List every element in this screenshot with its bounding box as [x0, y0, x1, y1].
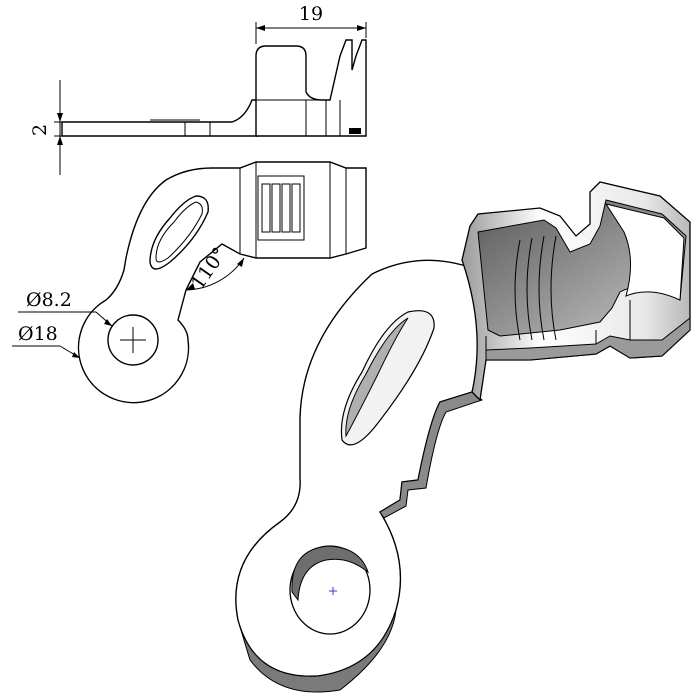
isometric-view — [235, 181, 691, 693]
top-view: Ø8.2 Ø18 110° — [12, 161, 367, 404]
top-view-serrations-frame — [257, 175, 305, 241]
width-dimension-label: 19 — [299, 3, 323, 25]
hole-diameter-label: Ø8.2 — [26, 289, 72, 311]
side-view-marking — [349, 128, 361, 134]
top-view-slot — [149, 195, 209, 270]
iso-serration-3 — [538, 235, 545, 341]
outer-diameter-label: Ø18 — [18, 323, 58, 345]
iso-serration-1 — [514, 239, 521, 341]
iso-serration-4 — [550, 235, 557, 341]
side-view-tongue — [61, 99, 259, 137]
iso-arm-edge — [379, 391, 484, 519]
iso-ring-edge — [237, 609, 397, 693]
thickness-dimension-label: 2 — [29, 124, 51, 136]
iso-serration-2 — [526, 237, 533, 341]
iso-slot — [340, 310, 435, 446]
iso-barrel-inner-wall — [604, 203, 685, 301]
side-view-barrel — [255, 39, 367, 137]
side-view: 19 2 — [29, 3, 367, 175]
